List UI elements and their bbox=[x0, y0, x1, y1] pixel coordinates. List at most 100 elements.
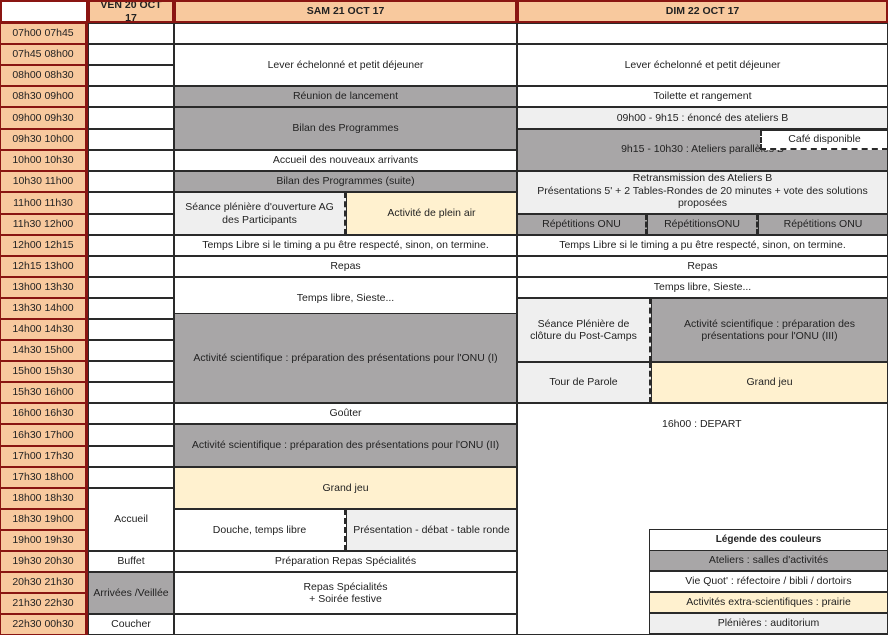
time-slot: 10h30 11h00 bbox=[0, 171, 88, 192]
time-slot-text: 08h00 08h30 bbox=[12, 69, 74, 82]
time-slot-text: 07h45 08h00 bbox=[12, 48, 74, 61]
time-slot: 19h00 19h30 bbox=[0, 530, 88, 551]
legend-item-text: Activités extra-scientifiques : prairie bbox=[686, 596, 851, 609]
time-slot-text: 14h30 15h00 bbox=[12, 344, 74, 357]
time-slot-text: 18h30 19h00 bbox=[12, 513, 74, 526]
time-slot: 13h30 14h00 bbox=[0, 298, 88, 319]
dim-repetitions-3-text: Répétitions ONU bbox=[783, 218, 863, 231]
sam-pleniere: Séance plénière d'ouverture AG des Parti… bbox=[174, 192, 346, 235]
sam-temps-libre-timing: Temps Libre si le timing a pu être respe… bbox=[174, 235, 517, 256]
time-slot: 12h15 13h00 bbox=[0, 256, 88, 277]
ven-coucher-text: Coucher bbox=[111, 618, 151, 631]
sam-repas-text: Repas bbox=[330, 260, 361, 273]
header-sam: SAM 21 OCT 17 bbox=[174, 0, 517, 23]
sam-accueil-arrivants-text: Accueil des nouveaux arrivants bbox=[272, 154, 419, 167]
time-slot: 18h30 19h00 bbox=[0, 509, 88, 530]
time-slot-text: 21h30 22h30 bbox=[12, 597, 74, 610]
dim-seance-cloture-text: Séance Plénière de clôture du Post-Camps bbox=[530, 317, 637, 343]
time-slot: 09h30 10h00 bbox=[0, 129, 88, 150]
sam-pleniere-text: Séance plénière d'ouverture AG des Parti… bbox=[185, 201, 334, 226]
dim-grand-jeu: Grand jeu bbox=[651, 362, 888, 403]
sam-activite-onu-2-text: Activité scientifique : préparation des … bbox=[191, 439, 500, 452]
ven-empty-slot bbox=[88, 446, 174, 467]
sam-douche-text: Douche, temps libre bbox=[212, 523, 307, 536]
ven-empty-slot bbox=[88, 382, 174, 403]
time-slot: 21h30 22h30 bbox=[0, 593, 88, 614]
sam-empty-slot bbox=[174, 614, 517, 635]
sam-repas: Repas bbox=[174, 256, 517, 277]
dim-seance-cloture: Séance Plénière de clôture du Post-Camps bbox=[517, 298, 651, 362]
sam-bilan-suite-text: Bilan des Programmes (suite) bbox=[276, 175, 415, 188]
time-slot: 13h00 13h30 bbox=[0, 277, 88, 298]
time-slot-text: 15h30 16h00 bbox=[12, 386, 74, 399]
dim-lever: Lever échelonné et petit déjeuner bbox=[517, 44, 888, 86]
ven-arrivees: Arrivées /Veillée bbox=[88, 572, 174, 614]
ven-empty-slot bbox=[88, 403, 174, 424]
ven-empty-slot bbox=[88, 214, 174, 235]
time-slot: 08h30 09h00 bbox=[0, 86, 88, 107]
time-slot: 18h00 18h30 bbox=[0, 488, 88, 509]
time-slot: 10h00 10h30 bbox=[0, 150, 88, 171]
dim-cafe-text: Café disponible bbox=[788, 133, 861, 146]
time-slot: 17h30 18h00 bbox=[0, 467, 88, 488]
dim-repetitions-2: RépétitionsONU bbox=[647, 214, 758, 235]
sam-grand-jeu: Grand jeu bbox=[174, 467, 517, 509]
sam-prep-repas: Préparation Repas Spécialités bbox=[174, 551, 517, 572]
ven-empty-slot bbox=[88, 424, 174, 446]
time-slot-text: 09h30 10h00 bbox=[12, 133, 74, 146]
time-slot-text: 14h00 14h30 bbox=[12, 323, 74, 336]
sam-accueil-arrivants: Accueil des nouveaux arrivants bbox=[174, 150, 517, 171]
dim-retransmission: Retransmission des Ateliers B Présentati… bbox=[517, 171, 888, 214]
ven-empty-slot bbox=[88, 256, 174, 277]
ven-empty-slot bbox=[88, 235, 174, 256]
dim-enonce-text: 09h00 - 9h15 : énoncé des ateliers B bbox=[616, 111, 789, 124]
ven-empty-slot bbox=[88, 86, 174, 107]
time-slot-text: 11h00 11h30 bbox=[13, 196, 73, 209]
dim-temps-libre-sieste: Temps libre, Sieste... bbox=[517, 277, 888, 298]
sam-activite-onu-1: Activité scientifique : préparation des … bbox=[174, 313, 517, 403]
time-slot-text: 11h30 12h00 bbox=[12, 218, 74, 231]
sam-temps-libre-sieste: Temps libre, Sieste... bbox=[174, 277, 517, 319]
sam-plein-air-text: Activité de plein air bbox=[387, 207, 476, 220]
time-slot-text: 12h00 12h15 bbox=[12, 239, 74, 252]
dim-toilette-text: Toilette et rangement bbox=[653, 90, 752, 103]
sam-reunion: Réunion de lancement bbox=[174, 86, 517, 107]
header-dim-text: DIM 22 OCT 17 bbox=[665, 5, 740, 18]
dim-tour-parole-text: Tour de Parole bbox=[549, 376, 618, 389]
time-slot-text: 22h30 00h30 bbox=[12, 618, 74, 631]
ven-accueil: Accueil bbox=[88, 488, 174, 551]
time-slot-text: 17h00 17h30 bbox=[12, 450, 74, 463]
time-slot: 09h00 09h30 bbox=[0, 107, 88, 129]
ven-empty-slot bbox=[88, 340, 174, 361]
time-slot: 11h00 11h30 bbox=[0, 192, 88, 214]
time-slot: 20h30 21h30 bbox=[0, 572, 88, 593]
time-slot: 15h30 16h00 bbox=[0, 382, 88, 403]
ven-empty-slot bbox=[88, 171, 174, 192]
time-slot-text: 19h00 19h30 bbox=[12, 534, 74, 547]
sam-temps-libre-sieste-text: Temps libre, Sieste... bbox=[296, 291, 395, 304]
time-slot: 07h00 07h45 bbox=[0, 23, 88, 44]
time-slot: 07h45 08h00 bbox=[0, 44, 88, 65]
sam-lever-text: Lever échelonné et petit déjeuner bbox=[267, 58, 424, 71]
ven-empty-slot bbox=[88, 277, 174, 298]
dim-repas: Repas bbox=[517, 256, 888, 277]
sam-repas-specialites-text: Repas Spécialités + Soirée festive bbox=[303, 580, 388, 606]
dim-repetitions-3: Répétitions ONU bbox=[758, 214, 888, 235]
legend-title: Légende des couleurs bbox=[649, 529, 888, 551]
time-slot-text: 15h00 15h30 bbox=[12, 365, 74, 378]
time-slot-text: 12h15 13h00 bbox=[12, 260, 74, 273]
time-slot-text: 18h00 18h30 bbox=[12, 492, 74, 505]
time-slot-text: 19h30 20h30 bbox=[12, 555, 74, 568]
ven-empty-slot bbox=[88, 107, 174, 129]
ven-accueil-text: Accueil bbox=[114, 513, 148, 526]
time-slot: 17h00 17h30 bbox=[0, 446, 88, 467]
ven-buffet-text: Buffet bbox=[117, 555, 145, 568]
ven-empty-slot bbox=[88, 298, 174, 319]
sam-activite-onu-1-text: Activité scientifique : préparation des … bbox=[193, 351, 498, 364]
ven-empty-slot bbox=[88, 44, 174, 65]
legend-item-text: Vie Quot' : réfectoire / bibli / dortoir… bbox=[685, 575, 852, 588]
dim-toilette: Toilette et rangement bbox=[517, 86, 888, 107]
time-slot: 16h00 16h30 bbox=[0, 403, 88, 424]
time-slot-text: 10h30 11h00 bbox=[12, 175, 74, 188]
legend-item-text: Ateliers : salles d'activités bbox=[708, 554, 829, 567]
